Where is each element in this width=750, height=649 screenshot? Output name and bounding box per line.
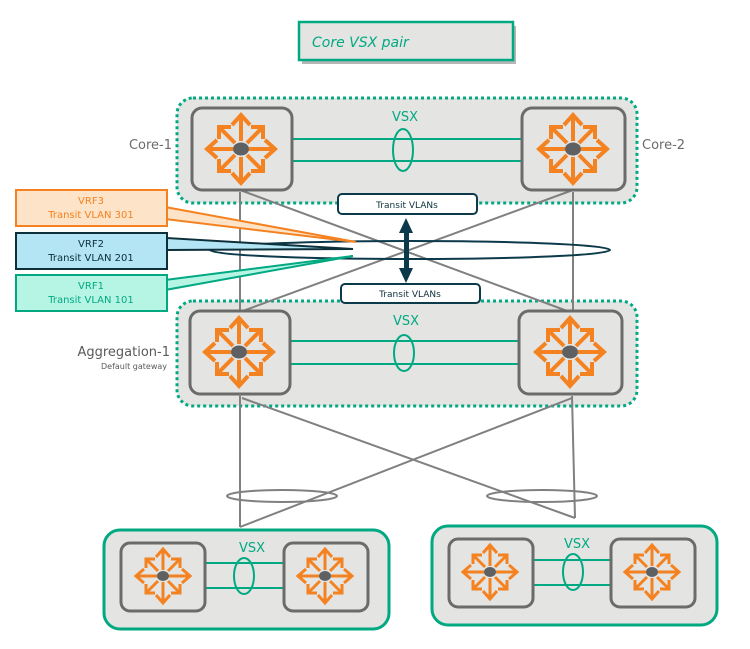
core-1-label: Core-1 [129, 138, 172, 153]
transit-vlans-bottom: Transit VLANs [340, 283, 481, 304]
access-lag-left [226, 489, 338, 503]
core-2-label: Core-2 [642, 138, 685, 153]
switch-icon [205, 113, 277, 185]
core-1-switch[interactable] [190, 106, 294, 192]
vrf3-callout: VRF3 Transit VLAN 301 [15, 189, 357, 243]
access-left-switch-2[interactable] [282, 541, 370, 613]
vrf2-vlan: Transit VLAN 201 [47, 253, 134, 264]
switch-icon [537, 113, 609, 185]
core-vsx-links [292, 128, 522, 172]
access-right-vsx-label: VSX [564, 537, 590, 552]
agg-vsx-links [290, 334, 520, 372]
vrf1-callout: VRF1 Transit VLAN 101 [15, 255, 354, 312]
access-vsx-group-right: VSX [430, 524, 719, 627]
switch-icon [534, 316, 606, 388]
access-right-switch-2[interactable] [609, 537, 697, 609]
access-lag-right [486, 489, 598, 503]
vrf1-vlan: Transit VLAN 101 [47, 295, 134, 306]
aggregation-right-switch[interactable] [517, 309, 624, 396]
aggregation-label: Aggregation-1 [77, 345, 170, 360]
transit-top-label: Transit VLANs [375, 201, 438, 211]
transit-bottom-label: Transit VLANs [378, 290, 441, 300]
access-left-vsx-label: VSX [239, 541, 265, 556]
access-vsx-group-left: VSX [102, 528, 391, 631]
transit-vlans-top: Transit VLANs [337, 193, 478, 215]
aggregation-left-switch[interactable] [188, 309, 292, 396]
vrf2-callout: VRF2 Transit VLAN 201 [15, 232, 354, 270]
aggregation-sublabel: Default gateway [101, 362, 167, 371]
access-right-switch-1[interactable] [447, 537, 535, 609]
agg-vsx-label: VSX [393, 314, 419, 329]
core-2-switch[interactable] [520, 106, 627, 192]
bidirectional-arrow-icon [399, 218, 413, 283]
switch-icon [203, 316, 275, 388]
access-left-switch-1[interactable] [119, 541, 207, 613]
title-text: Core VSX pair [312, 35, 410, 51]
vrf2-name: VRF2 [78, 239, 104, 250]
vrf1-name: VRF1 [78, 281, 104, 292]
core-vsx-label: VSX [392, 110, 418, 125]
title-box: Core VSX pair [297, 20, 516, 64]
agg-access-links [226, 394, 598, 528]
vrf3-name: VRF3 [78, 196, 104, 207]
vrf3-vlan: Transit VLAN 301 [47, 210, 134, 221]
